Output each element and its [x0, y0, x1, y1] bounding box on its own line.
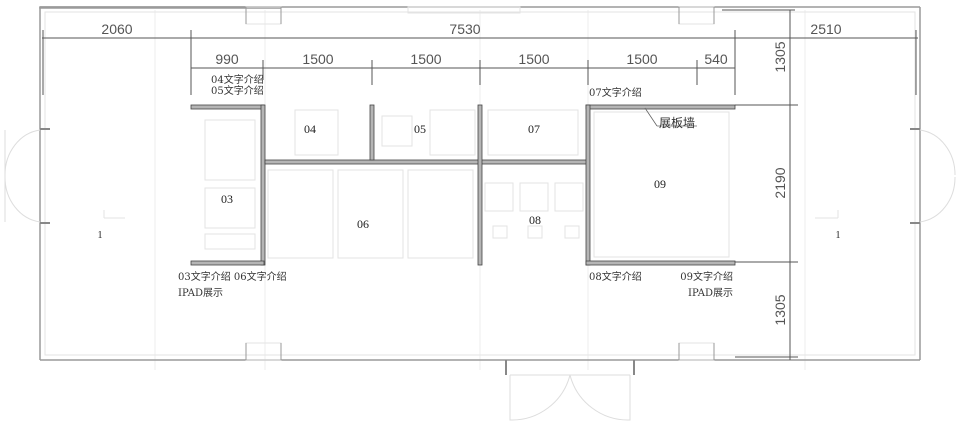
dimension-lines [42, 9, 918, 360]
display-boards [103, 107, 839, 259]
windows [245, 6, 715, 361]
door-right [910, 128, 956, 224]
door-bottom [505, 360, 635, 421]
door-left [4, 128, 50, 224]
exhibition-walls [190, 104, 736, 266]
